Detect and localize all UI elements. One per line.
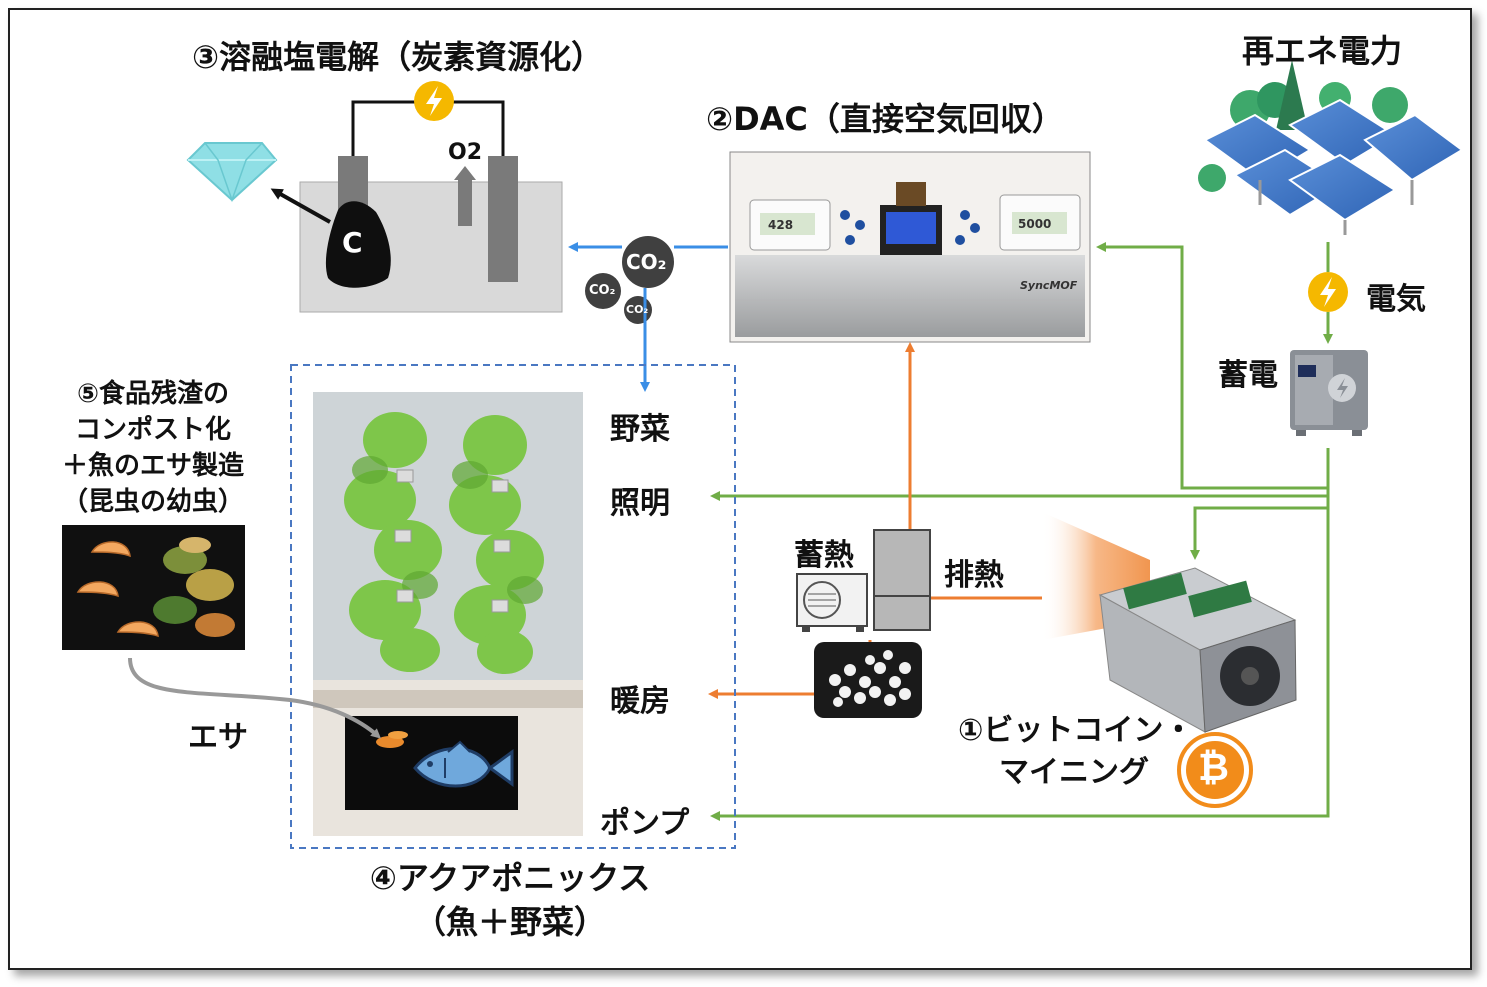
compost-title-line: （昆虫の幼虫） xyxy=(61,487,244,517)
bitcoin-title: ①ビットコイン・ マイニング xyxy=(958,710,1194,794)
renewable-title: 再エネ電力 xyxy=(1242,32,1403,70)
heat-storage-pellets xyxy=(814,642,922,718)
co2-main-label: CO₂ xyxy=(626,250,667,274)
electrolysis-title: ③溶融塩電解（炭素資源化） xyxy=(192,38,604,76)
aquaponics-title: ④アクアポニックス （魚＋野菜） xyxy=(340,856,680,944)
heat-pump-icon xyxy=(796,529,931,632)
bitcoin-title-line: マイニング xyxy=(999,755,1149,790)
vegetables-label: 野菜 xyxy=(610,412,670,447)
bitcoin-title-line: ①ビットコイン・ xyxy=(958,713,1194,748)
heating-label: 暖房 xyxy=(610,684,670,719)
storage-label: 蓄電 xyxy=(1218,358,1278,393)
lightning-icon xyxy=(1308,272,1348,312)
electrolysis-cell xyxy=(270,100,563,313)
compost-image xyxy=(62,525,245,650)
bitcoin-miner xyxy=(1042,512,1297,733)
lighting-label: 照明 xyxy=(610,486,670,521)
compost-title-line: コンポスト化 xyxy=(74,415,231,445)
battery-icon xyxy=(1290,350,1368,436)
compost-title-line: ＋魚のエサ製造 xyxy=(61,451,244,481)
co2-small-label: CO₂ xyxy=(626,303,649,316)
feed-label: エサ xyxy=(188,720,248,755)
renewable-energy xyxy=(1198,60,1464,235)
compost-title: ⑤食品残渣の コンポスト化 ＋魚のエサ製造 （昆虫の幼虫） xyxy=(40,376,266,520)
co2-bubbles xyxy=(585,236,674,324)
electricity-label: 電気 xyxy=(1366,282,1426,317)
bitcoin-icon xyxy=(1177,732,1253,808)
dac-title: ②DAC（直接空気回収） xyxy=(706,100,1064,138)
o2-label: O2 xyxy=(448,140,483,165)
feed-arrow xyxy=(128,657,381,739)
pump-label: ポンプ xyxy=(600,806,690,841)
fish-icon xyxy=(413,740,514,788)
heat-storage-label: 蓄熱 xyxy=(794,538,854,573)
dac-display-left: 428 xyxy=(768,218,794,232)
lightning-icon xyxy=(414,81,454,121)
solar-panel-icon xyxy=(1203,98,1464,235)
bitcoin-symbol: ₿ xyxy=(1198,745,1229,789)
compost-title-line: ⑤食品残渣の xyxy=(76,379,229,409)
carbon-label: C xyxy=(342,226,363,259)
dac-display-right: 5000 xyxy=(1018,217,1052,231)
syncmof-logo: SyncMOF xyxy=(1020,279,1078,292)
aquaponics-title-line: ④アクアポニックス xyxy=(369,859,651,897)
waste-heat-label: 排熱 xyxy=(944,558,1004,593)
aquaponics-title-line: （魚＋野菜） xyxy=(413,903,606,941)
co2-small-label: CO₂ xyxy=(589,283,616,298)
diamond-icon xyxy=(186,142,278,203)
dac-machine xyxy=(729,151,1091,343)
